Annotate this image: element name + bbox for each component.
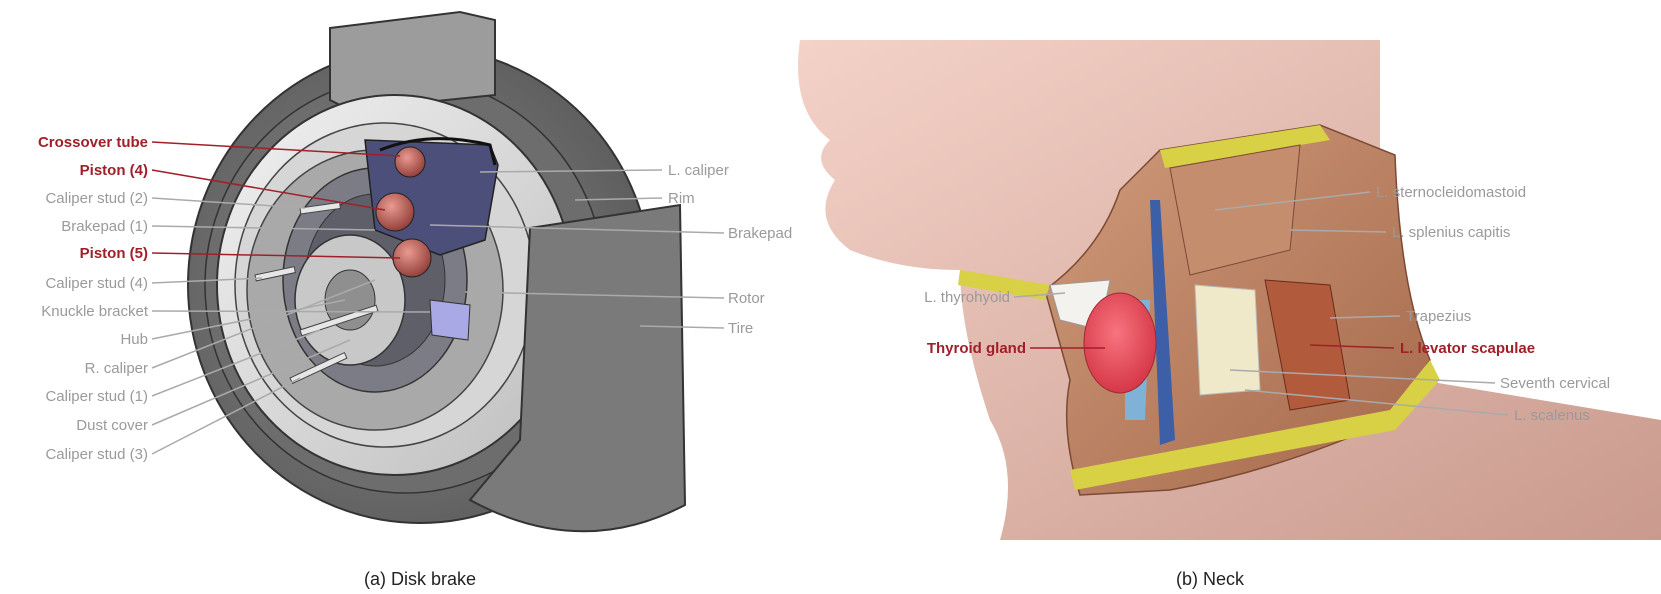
label-knuckle-bracket: Knuckle bracket: [41, 303, 149, 320]
seventh-cervical-shape: [1195, 285, 1260, 395]
label-seventh-cervical: Seventh cervical: [1500, 375, 1610, 392]
label-caliper-stud-2: Caliper stud (2): [45, 190, 148, 207]
label-piston-4: Piston (4): [80, 162, 148, 179]
label-l-sternocleidomastoid: L. sternocleidomastoid: [1376, 184, 1526, 201]
disk-brake-labels-right: L. caliper Rim Brakepad Rotor Tire: [668, 162, 792, 337]
caption-disk-brake: (a) Disk brake: [364, 569, 476, 589]
piston-crossover-shape: [395, 147, 425, 177]
label-l-splenius-capitis: L. splenius capitis: [1392, 224, 1510, 241]
label-caliper-stud-4: Caliper stud (4): [45, 275, 148, 292]
label-rim: Rim: [668, 190, 695, 207]
piston-4-shape: [376, 193, 414, 231]
knuckle-bracket-shape: [430, 300, 470, 340]
label-piston-5: Piston (5): [80, 245, 148, 262]
label-l-thyrohyoid: L. thyrohyoid: [924, 289, 1010, 306]
disk-brake-illustration: [188, 12, 685, 531]
label-caliper-stud-1: Caliper stud (1): [45, 388, 148, 405]
label-caliper-stud-3: Caliper stud (3): [45, 446, 148, 463]
thyroid-gland-shape: [1084, 293, 1156, 393]
label-l-levator-scapulae: L. levator scapulae: [1400, 340, 1535, 357]
label-l-caliper: L. caliper: [668, 162, 729, 179]
label-crossover-tube: Crossover tube: [38, 134, 148, 151]
label-tire: Tire: [728, 320, 753, 337]
label-brakepad: Brakepad: [728, 225, 792, 242]
label-rotor: Rotor: [728, 290, 765, 307]
label-r-caliper: R. caliper: [85, 360, 148, 377]
caption-neck: (b) Neck: [1176, 569, 1245, 589]
disk-brake-labels-left: Crossover tube Piston (4) Caliper stud (…: [38, 134, 149, 463]
label-brakepad-1: Brakepad (1): [61, 218, 148, 235]
label-thyroid-gland: Thyroid gland: [927, 340, 1026, 357]
label-trapezius: Trapezius: [1406, 308, 1471, 325]
label-dust-cover: Dust cover: [76, 417, 148, 434]
label-l-scalenus: L. scalenus: [1514, 407, 1590, 424]
label-hub: Hub: [120, 331, 148, 348]
